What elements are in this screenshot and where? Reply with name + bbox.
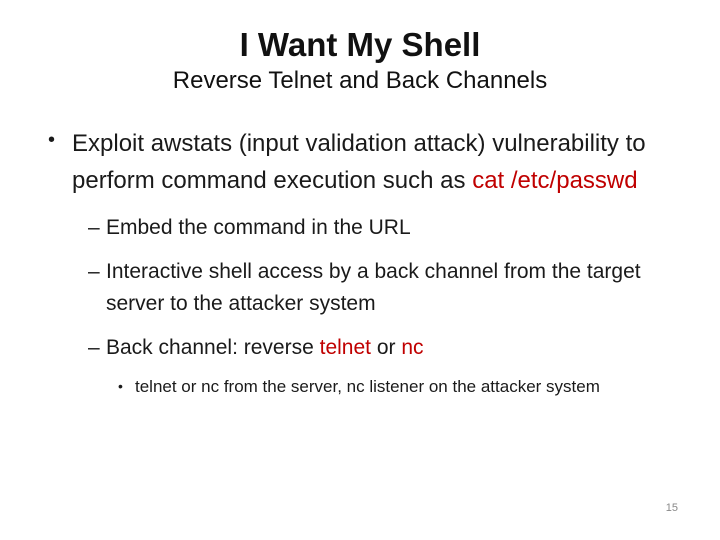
slide-body: • Exploit awstats (input validation atta… [0,125,720,400]
sub-bullet-text-red-telnet: telnet [319,336,371,360]
slide-page-number: 15 [665,502,678,514]
bullet-text-red-command: cat /etc/passwd [472,166,638,194]
sub-bullet-interactive-shell: – Interactive shell access by a back cha… [88,256,690,319]
sub-bullet-text: Back channel: reverse telnet or nc [106,332,424,364]
sub-bullet-text-red-nc: nc [401,336,424,360]
sub-bullet-text-black: Back channel: reverse [106,336,320,360]
bullet-icon: • [118,377,123,394]
dash-icon: – [88,215,100,239]
sub-bullet-text: Interactive shell access by a back chann… [106,260,641,315]
sub-bullet-text-black: or [370,336,402,360]
bullet-text: Exploit awstats (input validation attack… [72,125,660,199]
slide-subtitle: Reverse Telnet and Back Channels [172,66,548,94]
bullet-text-black: Exploit awstats (input validation attack… [72,129,646,194]
sub-bullet-text: Embed the command in the URL [106,215,411,239]
bullet-item-exploit-awstats: • Exploit awstats (input validation atta… [48,125,690,199]
sub-bullet-back-channel: – Back channel: reverse telnet or nc [88,332,690,364]
dash-icon: – [88,336,100,360]
sub-bullet-embed-command: – Embed the command in the URL [88,212,690,244]
bullet-icon: • [48,128,56,151]
dash-icon: – [88,260,100,284]
sub-sub-bullet-text: telnet or nc from the server, nc listene… [135,376,600,396]
slide-title: I Want My Shell [239,26,481,63]
sub-sub-bullet-telnet-listener: • telnet or nc from the server, nc liste… [118,375,690,400]
